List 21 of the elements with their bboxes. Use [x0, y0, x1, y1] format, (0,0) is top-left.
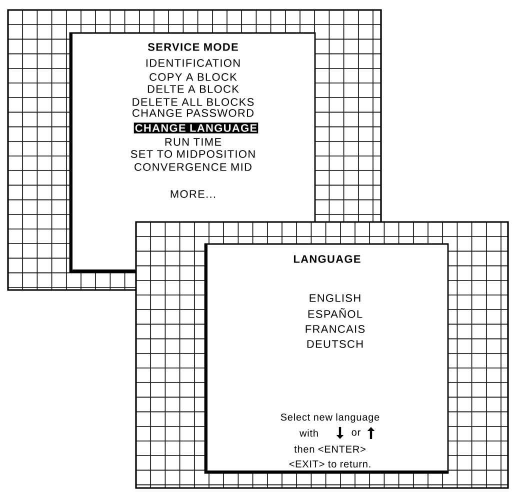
highlighted-menu-item: CHANGE LANGUAGE	[134, 122, 258, 134]
menu-item: CONVERGENCE MID	[134, 163, 252, 171]
menu-item: CHANGE PASSWORD	[132, 109, 254, 117]
instruction-text: Select new language	[280, 413, 380, 423]
language-option: ESPAÑOL	[308, 308, 362, 318]
menu-item: MORE...	[170, 190, 216, 198]
menu-item: COPY A BLOCK	[150, 73, 237, 81]
instruction-text: with	[300, 429, 318, 437]
menu-item: SET TO MIDPOSITION	[130, 150, 255, 158]
instruction-text: <EXIT> to return.	[289, 460, 370, 468]
menu-item: DELETE ALL BLOCKS	[132, 98, 254, 106]
language-option: ENGLISH	[310, 294, 360, 302]
menu-item: RUN TIME	[165, 138, 222, 146]
instruction-text: or	[352, 430, 360, 436]
menu-title: LANGUAGE	[294, 255, 360, 263]
instruction-text: then <ENTER>	[294, 445, 366, 453]
menu-title: SERVICE MODE	[148, 43, 238, 51]
language-option: FRANCAIS	[306, 325, 365, 333]
menu-item: IDENTIFICATION	[146, 59, 240, 67]
language-option: DEUTSCH	[307, 340, 363, 348]
menu-item: DELTE A BLOCK	[148, 85, 239, 93]
